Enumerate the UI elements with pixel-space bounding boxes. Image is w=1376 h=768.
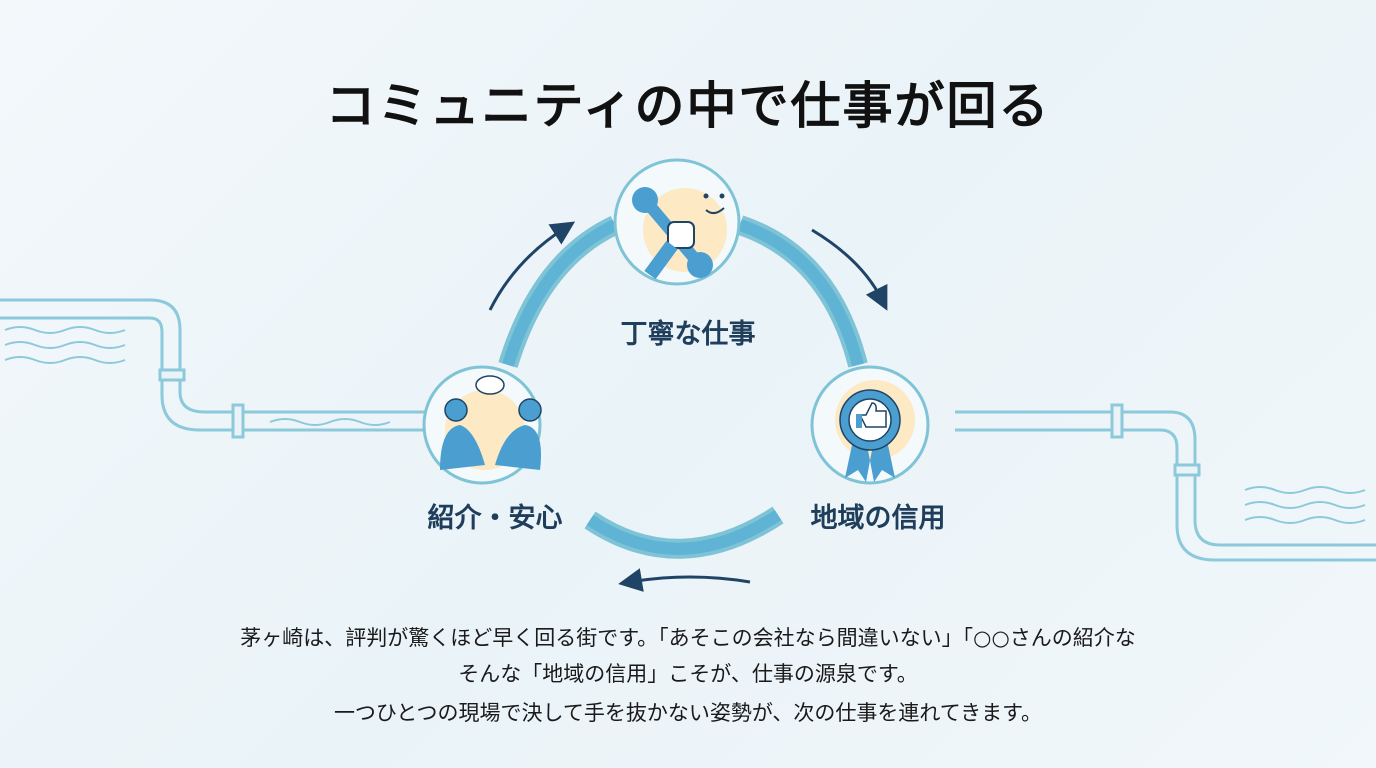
cycle-label-local-trust: 地域の信用: [810, 503, 946, 534]
handshake-conversation-icon: [422, 365, 542, 485]
ring-pipes: [498, 215, 868, 559]
description-line: 一つひとつの現場で決して手を抜かない姿勢が、次の仕事を連れてきます。: [333, 701, 1043, 725]
arrow-left: [618, 568, 751, 592]
cycle-label-careful-work: 丁寧な仕事: [620, 319, 756, 350]
arrow-up-right: [488, 221, 576, 311]
right-pipe: [955, 403, 1376, 562]
description-line: 茅ヶ崎は、評判が驚くほど早く回る街です。「あそこの会社なら間違いない」「○○さん…: [240, 626, 1136, 650]
arrow-down-right: [811, 228, 888, 311]
page-title: コミュニティの中で仕事が回る: [325, 76, 1051, 135]
left-pipe: [0, 298, 425, 439]
thumbs-up-badge-icon: [810, 365, 930, 485]
description: 茅ヶ崎は、評判が驚くほど早く回る街です。「あそこの会社なら間違いない」「○○さん…: [0, 620, 1376, 731]
cycle-label-referral: 紹介・安心: [427, 503, 563, 534]
description-line: そんな「地域の信用」こそが、仕事の源泉です。: [458, 662, 918, 686]
wrench-hand-icon: [613, 158, 741, 286]
